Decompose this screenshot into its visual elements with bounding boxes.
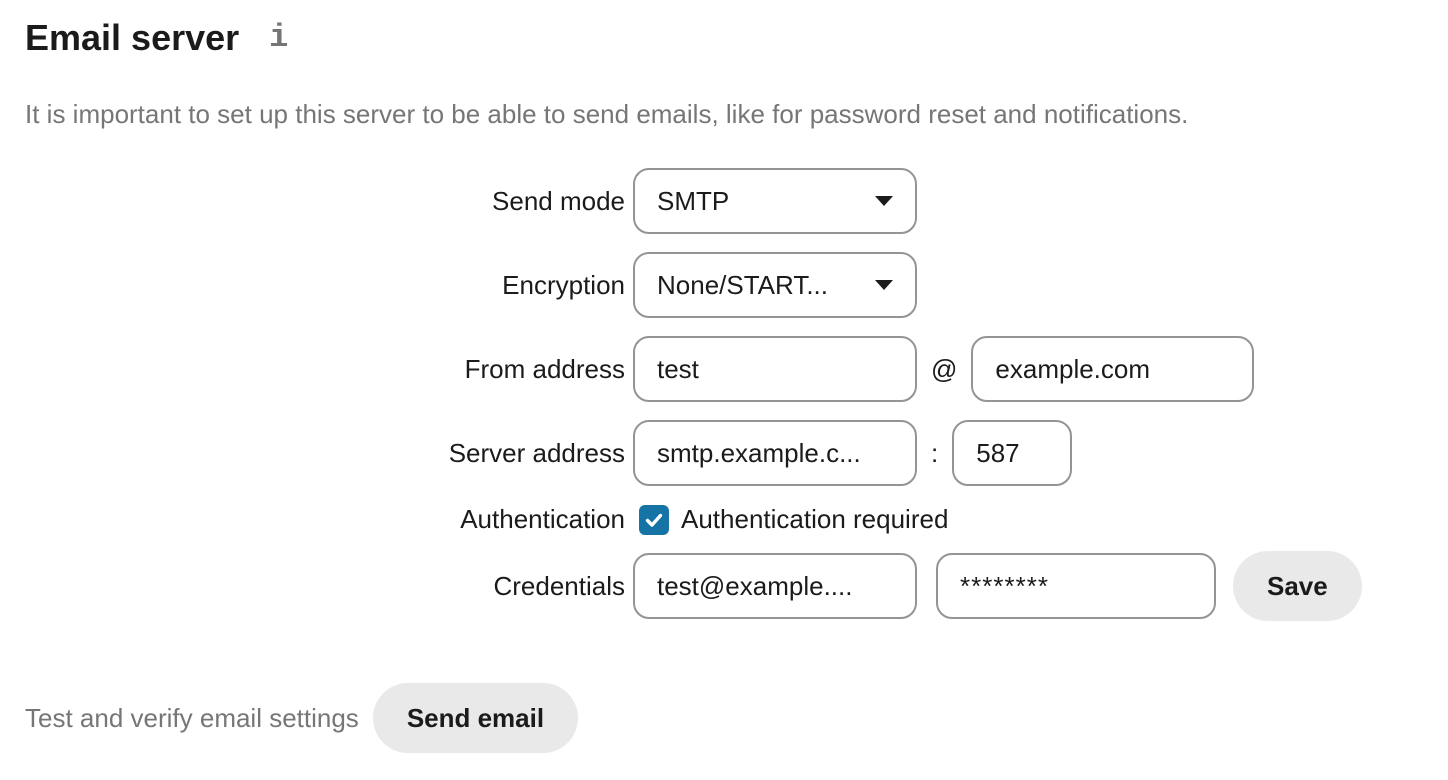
page-title: Email server	[25, 17, 240, 58]
info-icon[interactable]: i	[269, 19, 289, 56]
credentials-label: Credentials	[493, 570, 625, 601]
server-address-port-input[interactable]	[952, 420, 1073, 486]
credentials-username-input[interactable]	[633, 553, 917, 619]
colon-separator: :	[931, 437, 939, 468]
from-address-local-input[interactable]	[633, 336, 917, 402]
from-address-label: From address	[464, 353, 625, 384]
settings-hint: It is important to set up this server to…	[25, 99, 1189, 129]
chevron-down-icon	[875, 280, 893, 290]
send-mode-label: Send mode	[492, 185, 625, 216]
server-address-host-input[interactable]	[633, 420, 917, 486]
email-server-form: Send mode SMTP Encryption None/START... …	[25, 168, 1423, 621]
send-mode-row: Send mode SMTP	[25, 168, 1423, 234]
test-email-label: Test and verify email settings	[25, 702, 359, 733]
header: Email server i	[25, 0, 1423, 60]
credentials-password-input[interactable]	[936, 553, 1216, 619]
send-mode-select[interactable]: SMTP	[633, 168, 917, 234]
from-address-domain-input[interactable]	[971, 336, 1255, 402]
authentication-label: Authentication	[460, 504, 625, 534]
encryption-selected-value: None/START...	[657, 269, 828, 300]
credentials-row: Credentials Save	[25, 551, 1423, 621]
encryption-row: Encryption None/START...	[25, 252, 1423, 318]
server-address-row: Server address :	[25, 420, 1423, 486]
encryption-select[interactable]: None/START...	[633, 252, 917, 318]
send-mode-selected-value: SMTP	[657, 185, 730, 216]
authentication-checkbox-label[interactable]: Authentication required	[681, 504, 949, 534]
from-address-row: From address @	[25, 336, 1423, 402]
authentication-row: Authentication Authentication required	[25, 504, 1423, 535]
send-email-button[interactable]: Send email	[372, 683, 579, 753]
chevron-down-icon	[875, 196, 893, 206]
test-email-section: Test and verify email settings Send emai…	[25, 683, 1423, 753]
authentication-checkbox[interactable]	[639, 504, 669, 535]
save-button[interactable]: Save	[1233, 551, 1362, 621]
encryption-label: Encryption	[502, 269, 625, 300]
server-address-label: Server address	[448, 437, 625, 468]
checkmark-icon	[645, 513, 663, 527]
at-separator: @	[931, 353, 958, 384]
